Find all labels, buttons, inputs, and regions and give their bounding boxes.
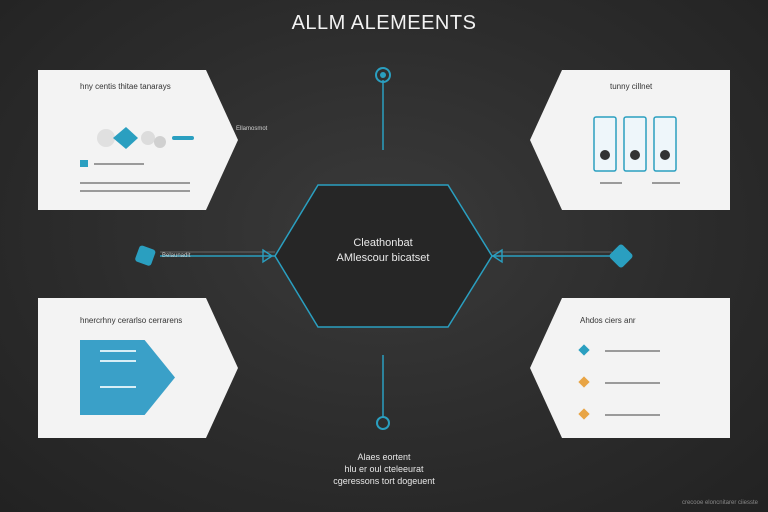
molecule-icon [97, 127, 194, 149]
right-node-icon [609, 244, 633, 268]
panel-bottom-left: hnercrhny cerarlso cerrarens [38, 298, 238, 438]
bottom-node-icon [376, 416, 390, 430]
footer-text: crecooe eloncnitarer ciiesste [681, 500, 758, 506]
diamond-icon-orange [578, 376, 590, 388]
left-arrow-icon [262, 248, 274, 264]
panel-top-right: tunny cillnet [530, 70, 730, 210]
legend-bullet-icon [80, 160, 88, 167]
caption-line-1: Alaes eortent [357, 452, 411, 462]
page-title: ALLM ALEMEENTS [291, 12, 477, 34]
panel-bottom-left-title: hnercrhny cerarlso cerrarens [80, 316, 183, 325]
left-connector-label: Belaunadit [162, 253, 191, 259]
panel-top-right-title: tunny cillnet [610, 82, 653, 91]
caption-line-2: hlu er oul cteleeurat [344, 464, 424, 474]
left-node-icon [135, 245, 156, 266]
diamond-icon-blue [578, 344, 590, 356]
panel-bottom-right-title: Ahdos ciers anr [580, 316, 636, 325]
caption-line-3: cgeressons tort dogeuent [333, 476, 435, 486]
panel-top-left: hny centis thitae tanarays [38, 70, 238, 210]
panel-bottom-right: Ahdos ciers anr [530, 298, 730, 438]
diamond-icon-orange [578, 408, 590, 420]
top-node-icon [375, 67, 391, 83]
top-left-connector-label: Ellamosmot [236, 126, 268, 132]
panel-top-left-title: hny centis thitae tanarays [80, 82, 171, 91]
center-line-2: AMlescour bicatset [336, 252, 430, 264]
right-arrow-icon [491, 248, 503, 264]
center-hexagon [274, 184, 493, 328]
center-line-1: Cleathonbat [353, 237, 413, 249]
sample-cards-icon [593, 116, 677, 172]
